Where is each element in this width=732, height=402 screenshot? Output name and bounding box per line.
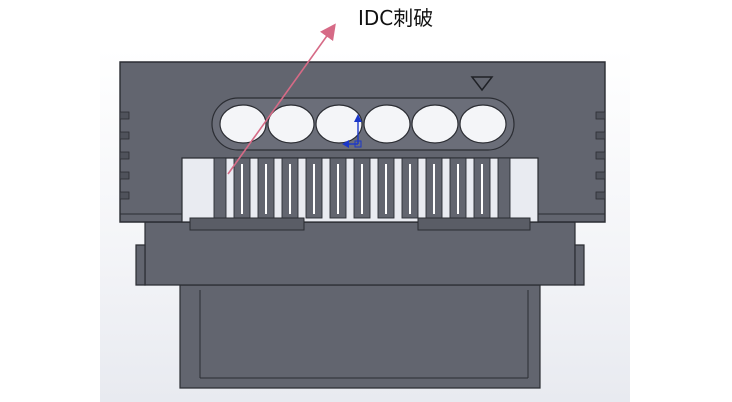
idc-blade <box>213 157 227 219</box>
wire-hole-3 <box>315 104 363 144</box>
latch-tab-left <box>189 217 305 231</box>
connector-lower-flange <box>144 221 576 286</box>
wire-hole-4 <box>363 104 411 144</box>
annotation-arrow <box>227 23 336 175</box>
left-side-ribs <box>119 111 130 200</box>
connector-lower-body <box>179 284 541 389</box>
wire-entry-holes <box>211 97 515 151</box>
triangle-down-icon <box>470 76 494 92</box>
connector-step-left <box>135 244 146 286</box>
xy-axes-icon <box>342 114 362 148</box>
annotation-label-idc: IDC刺破 <box>358 6 434 30</box>
latch-tab-right <box>417 217 531 231</box>
wire-hole-2 <box>267 104 315 144</box>
idc-blade-slots <box>241 164 483 214</box>
right-side-ribs <box>595 111 606 200</box>
wire-hole-1 <box>219 104 267 144</box>
idc-blade <box>497 157 511 219</box>
wire-hole-5 <box>411 104 459 144</box>
connector-step-right <box>574 244 585 286</box>
wire-hole-6 <box>459 104 507 144</box>
